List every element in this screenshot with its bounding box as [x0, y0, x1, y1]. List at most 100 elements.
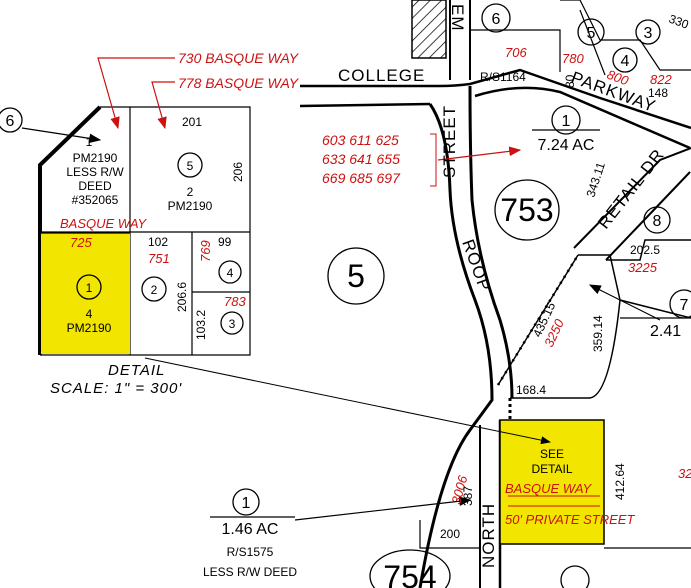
map-p8: 8: [653, 213, 662, 230]
circle-5-top: [577, 18, 605, 46]
label-32: 32: [678, 466, 691, 481]
label-rs1164: R/S1164: [480, 70, 526, 84]
arrow-730: [97, 57, 175, 130]
circle-1-low: [232, 488, 260, 516]
arrow-778: [151, 81, 175, 130]
map-p1-main: 1: [562, 113, 571, 130]
roop-street-west: [418, 103, 494, 588]
lot-top-2: [560, 0, 691, 71]
yellow-parcel-main: [499, 419, 605, 545]
label-730-basque: 730 BASQUE WAY: [178, 50, 300, 66]
roop-street-east: [468, 85, 514, 399]
label-769: 769: [198, 240, 213, 262]
map-p5-big: 5: [347, 258, 365, 294]
addr-bracket: [430, 133, 437, 187]
label-780: 780: [562, 51, 584, 66]
arrow-146: [294, 496, 472, 521]
arrow-241: [588, 284, 661, 321]
detail-p5-pm: PM2190: [168, 199, 213, 213]
detail-dim-99: 99: [218, 235, 232, 249]
detail-title: DETAIL: [108, 362, 165, 379]
detail-p1-deed: DEED: [78, 179, 112, 193]
circle-8: [643, 206, 671, 234]
detail-scale: SCALE: 1" = 300': [50, 380, 182, 397]
map-p3-top: 3: [644, 25, 653, 42]
circle-5-detail: [177, 152, 203, 178]
line-diag: [497, 254, 579, 386]
label-basque-way-detail: BASQUE WAY: [60, 216, 148, 231]
circle-6-top: [481, 3, 511, 33]
circle-low-right: [560, 565, 590, 588]
circle-6-detail: [0, 107, 23, 133]
circle-1-main: [551, 105, 581, 135]
detail-yellow-sub: 4: [86, 307, 93, 321]
detail-yellow-pm: PM2190: [67, 321, 112, 335]
map-block-754: 754: [383, 559, 436, 588]
lot-top-1: [470, 29, 561, 72]
label-3006: 3006: [448, 473, 470, 506]
label-706: 706: [505, 45, 527, 60]
circle-753: [494, 179, 560, 241]
detail-outline: [40, 106, 251, 356]
map-acres-241: 2.41: [650, 323, 681, 340]
lot-low-1: [419, 520, 480, 549]
map-dim-412: 412.64: [613, 463, 627, 500]
label-3225: 3225: [628, 260, 658, 275]
map-rs1575: R/S1575: [227, 545, 274, 559]
map-see: SEE: [540, 447, 564, 461]
map-dim-80: 80: [563, 74, 577, 88]
map-detail: DETAIL: [531, 462, 572, 476]
label-822: 822: [650, 72, 672, 87]
map-less-rw-deed: LESS R/W DEED: [203, 565, 297, 579]
map-p4-top: 4: [621, 53, 630, 70]
line-east-lot: [578, 254, 691, 319]
addr-row-1: 603 611 625: [322, 132, 399, 148]
detail-p4: 4: [227, 266, 234, 280]
detail-p1-deedno: #352065: [72, 193, 119, 207]
detail-p1-num: 1: [86, 135, 93, 149]
label-751: 751: [148, 251, 170, 266]
map-dim-387: 387: [461, 486, 475, 506]
detail-west-boundary: [38, 105, 102, 355]
detail-dim-201: 201: [182, 115, 202, 129]
map-dim-168: 168.4: [516, 383, 546, 397]
map-dim-343: 343.11: [584, 160, 608, 199]
map-dim-359: 359.14: [591, 315, 605, 352]
road-college: COLLEGE: [338, 66, 425, 85]
detail-p2: 2: [151, 283, 158, 297]
road-street: STREET: [440, 105, 459, 178]
map-dim-202: 202.5: [630, 243, 660, 257]
map-330: 330: [667, 12, 691, 32]
college-edge-lower: [299, 102, 431, 108]
map-p1-low: 1: [242, 495, 251, 512]
retail-dr-west: [573, 147, 691, 249]
line-lot-south: [510, 299, 621, 399]
addr-row-2: 633 641 655: [322, 151, 400, 167]
detail-dim-102: 102: [148, 235, 168, 249]
detail-callout-6: 6: [6, 113, 15, 130]
road-north: NORTH: [479, 503, 498, 568]
parkway-edge-upper: [300, 68, 691, 130]
label-basque-way-main: BASQUE WAY: [505, 481, 593, 496]
detail-p3: 3: [229, 317, 236, 331]
circle-1-detail: [76, 274, 102, 300]
map-dim-200: 200: [440, 527, 460, 541]
hatched-block: [411, 0, 447, 59]
detail-p5-sub: 2: [187, 185, 194, 199]
map-dim-148: 148: [648, 86, 668, 100]
detail-p5: 5: [187, 159, 194, 173]
detail-p1-pm: PM2190: [73, 151, 118, 165]
line-lot-8: [606, 239, 691, 261]
circle-7: [669, 289, 691, 319]
map-p6: 6: [492, 11, 501, 28]
label-783: 783: [224, 294, 246, 309]
label-private-street: 50' PRIVATE STREET: [505, 512, 635, 527]
circle-3-detail: [220, 311, 244, 335]
retail-dr-east: [605, 171, 691, 261]
circle-5-big: [327, 247, 385, 305]
map-p5-top: 5: [587, 25, 596, 42]
addr-row-3: 669 685 697: [322, 170, 401, 186]
map-block-753: 753: [500, 192, 553, 228]
